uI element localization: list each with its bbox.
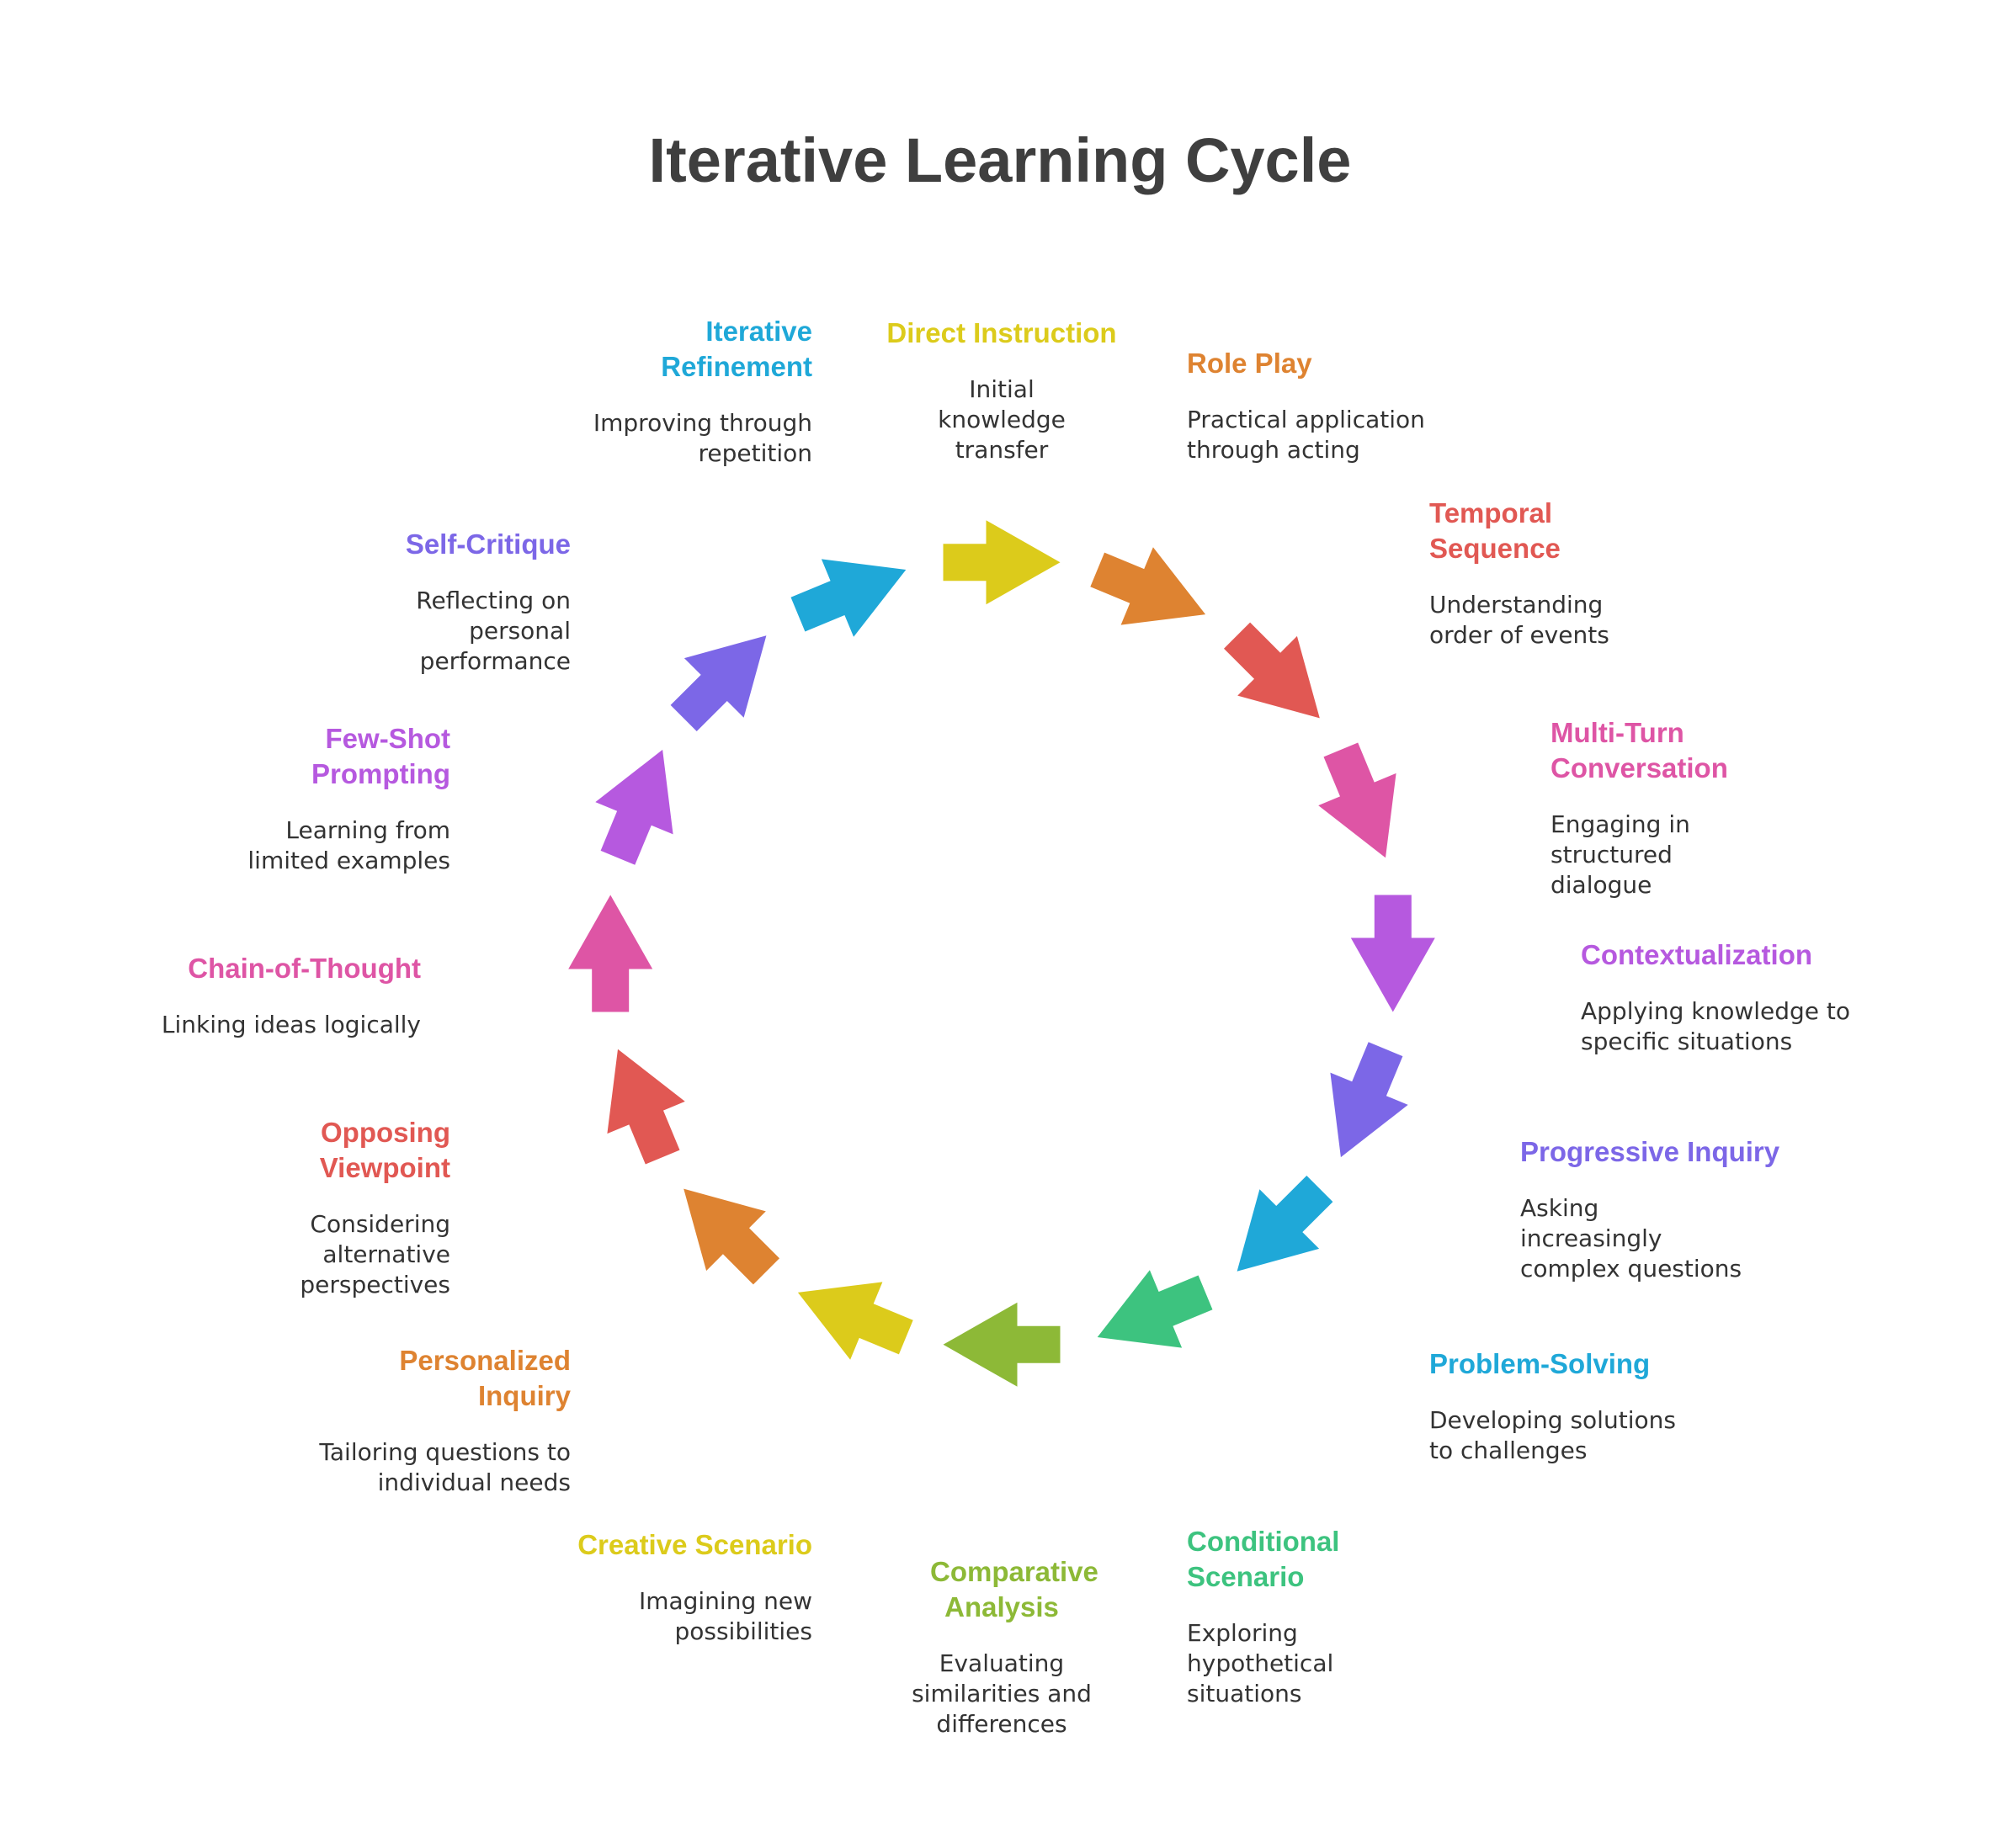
cycle-arrow-8 — [1097, 1270, 1213, 1348]
step-title: Creative Scenario — [577, 1529, 812, 1560]
cycle-arrow-9 — [943, 1302, 1061, 1387]
step-title: Progressive Inquiry — [1520, 1136, 1780, 1167]
step-title: Iterative Refinement — [661, 316, 812, 382]
step-title: Problem-Solving — [1429, 1348, 1651, 1379]
step-description: Exploring hypothetical situations — [1187, 1619, 1334, 1707]
cycle-arrow-13 — [568, 895, 653, 1012]
cycle-arrow-16 — [790, 559, 907, 637]
step-description: Engaging in structured dialogue — [1551, 810, 1690, 899]
step-description: Reflecting on personal performance — [416, 587, 571, 675]
step-title: Conditional Scenario — [1187, 1526, 1340, 1592]
cycle-arrow-3 — [1224, 622, 1320, 719]
cycle-arrow-10 — [797, 1282, 913, 1360]
step-iterative-refinement: Iterative Refinement Improving through r… — [535, 314, 812, 469]
step-description: Initial knowledge transfer — [938, 375, 1066, 464]
step-title: Comparative Analysis — [930, 1556, 1098, 1622]
step-title: Chain-of-Thought — [188, 953, 421, 984]
step-description: Considering alternative perspectives — [300, 1210, 450, 1298]
step-description: Improving through repetition — [593, 409, 812, 467]
step-description: Developing solutions to challenges — [1429, 1406, 1676, 1464]
step-role-play: Role Play Practical application through … — [1187, 346, 1439, 465]
step-description: Understanding order of events — [1429, 591, 1609, 649]
cycle-arrow-14 — [595, 749, 673, 865]
step-description: Imagining new possibilities — [638, 1587, 812, 1645]
step-temporal-sequence: Temporal Sequence Understanding order of… — [1429, 496, 1631, 651]
step-creative-scenario: Creative Scenario Imagining new possibil… — [535, 1527, 812, 1647]
cycle-arrow-4 — [1318, 742, 1396, 858]
step-title: Personalized Inquiry — [399, 1345, 571, 1411]
step-title: Multi-Turn Conversation — [1551, 717, 1728, 783]
step-title: Self-Critique — [405, 528, 571, 560]
cycle-arrow-15 — [670, 635, 767, 731]
cycle-arrow-6 — [1330, 1042, 1408, 1158]
diagram-title: Iterative Learning Cycle — [648, 125, 1352, 195]
step-title: Opposing Viewpoint — [319, 1117, 450, 1183]
cycle-arrow-5 — [1350, 895, 1435, 1012]
step-comparative-analysis: Comparative Analysis Evaluating similari… — [863, 1554, 1141, 1739]
step-contextualization: Contextualization Applying knowledge to … — [1581, 937, 1859, 1057]
cycle-arrow-1 — [943, 520, 1061, 605]
step-chain-of-thought: Chain-of-Thought Linking ideas logically — [143, 951, 421, 1040]
cycle-arrow-2 — [1090, 547, 1206, 625]
step-description: Evaluating similarities and differences — [912, 1649, 1092, 1738]
step-personalized-inquiry: Personalized Inquiry Tailoring questions… — [293, 1343, 571, 1498]
step-title: Contextualization — [1581, 939, 1813, 970]
step-description: Linking ideas logically — [161, 1011, 421, 1038]
step-progressive-inquiry: Progressive Inquiry Asking increasingly … — [1520, 1134, 1798, 1284]
step-self-critique: Self-Critique Reflecting on personal per… — [293, 527, 571, 677]
step-direct-instruction: Direct Instruction Initial knowledge tra… — [863, 316, 1141, 465]
step-conditional-scenario: Conditional Scenario Exploring hypotheti… — [1187, 1524, 1448, 1709]
step-few-shot-prompting: Few-Shot Prompting Learning from limited… — [173, 721, 450, 876]
step-title: Role Play — [1187, 348, 1312, 379]
step-description: Asking increasingly complex questions — [1520, 1194, 1742, 1282]
cycle-arrow-7 — [1237, 1176, 1333, 1272]
cycle-arrow-12 — [607, 1049, 685, 1165]
step-title: Direct Instruction — [886, 317, 1117, 348]
step-multi-turn-conversation: Multi-Turn Conversation Engaging in stru… — [1551, 715, 1753, 900]
step-opposing-viewpoint: Opposing Viewpoint Considering alternati… — [173, 1115, 450, 1300]
step-description: Practical application through acting — [1187, 406, 1425, 464]
step-description: Tailoring questions to individual needs — [319, 1438, 571, 1496]
step-description: Applying knowledge to specific situation… — [1581, 997, 1851, 1055]
step-title: Few-Shot Prompting — [311, 723, 450, 789]
step-title: Temporal Sequence — [1429, 497, 1561, 564]
cycle-arrow-11 — [684, 1188, 779, 1285]
step-problem-solving: Problem-Solving Developing solutions to … — [1429, 1346, 1707, 1466]
step-description: Learning from limited examples — [247, 816, 450, 874]
